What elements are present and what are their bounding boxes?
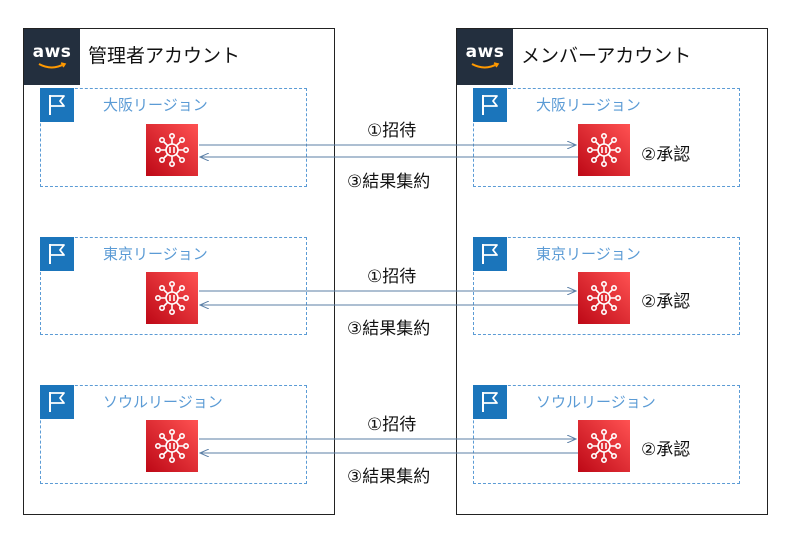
approve-label: ②承認 — [641, 440, 691, 460]
guardduty-network-icon — [578, 420, 630, 472]
region-label: 東京リージョン — [103, 245, 208, 263]
aws-logo-icon: aws — [24, 29, 80, 85]
region-label: ソウルリージョン — [536, 393, 656, 411]
flag-icon — [40, 88, 74, 122]
guardduty-network-icon — [146, 420, 198, 472]
guardduty-network-icon — [146, 272, 198, 324]
flag-icon — [473, 385, 507, 419]
flag-icon — [40, 385, 74, 419]
aggregate-label: ③結果集約 — [347, 167, 431, 192]
aggregate-label: ③結果集約 — [347, 314, 431, 339]
aggregate-label: ③結果集約 — [347, 462, 431, 487]
aws-logo-text: aws — [32, 42, 72, 62]
region-label: ソウルリージョン — [103, 393, 223, 411]
aws-logo-text: aws — [465, 42, 505, 62]
region-label: 大阪リージョン — [103, 96, 208, 114]
invite-label: ①招待 — [367, 410, 417, 435]
invite-label: ①招待 — [367, 262, 417, 287]
approve-label: ②承認 — [641, 292, 691, 312]
guardduty-network-icon — [578, 272, 630, 324]
aws-logo-icon: aws — [457, 29, 513, 85]
invite-label: ①招待 — [367, 116, 417, 141]
flag-icon — [473, 88, 507, 122]
approve-label: ②承認 — [641, 145, 691, 165]
guardduty-network-icon — [146, 124, 198, 176]
region-label: 東京リージョン — [536, 245, 641, 263]
member-account-title: メンバーアカウント — [521, 45, 692, 67]
flag-icon — [473, 237, 507, 271]
region-label: 大阪リージョン — [536, 96, 641, 114]
flag-icon — [40, 237, 74, 271]
guardduty-network-icon — [578, 124, 630, 176]
admin-account-title: 管理者アカウント — [88, 45, 241, 67]
